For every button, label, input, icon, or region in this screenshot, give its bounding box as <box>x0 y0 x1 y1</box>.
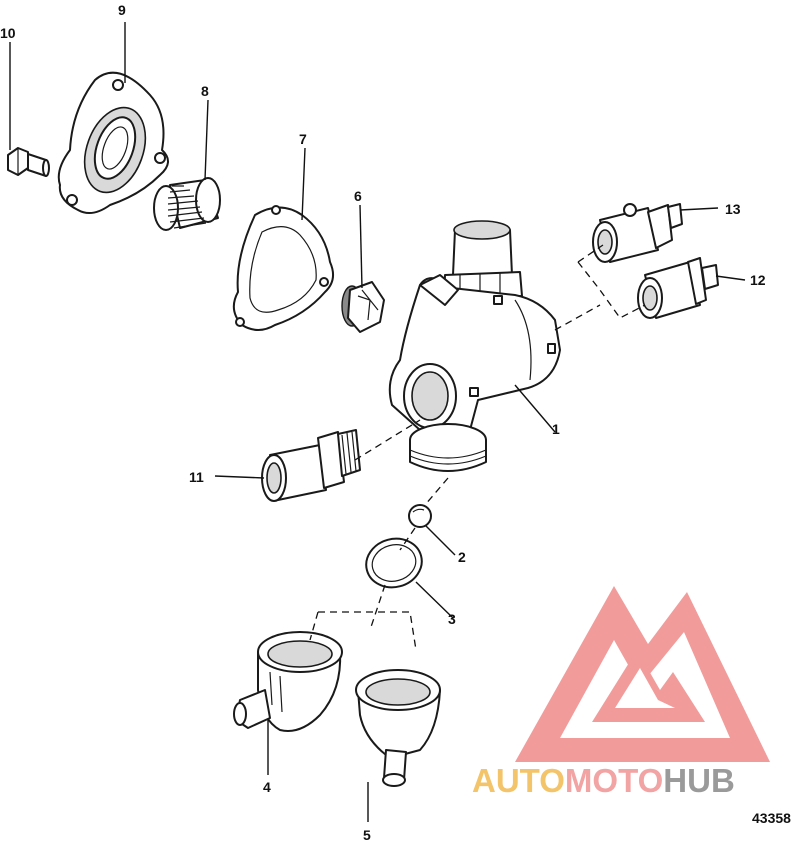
part-1-water-housing <box>388 220 561 472</box>
svg-text:AUTOMOTOHUB: AUTOMOTOHUB <box>472 762 735 799</box>
callout-8: 8 <box>201 83 209 99</box>
callout-7: 7 <box>299 131 307 147</box>
callout-10: 10 <box>0 25 16 41</box>
part-10-bolt <box>7 147 50 177</box>
part-3-o-ring <box>365 537 423 589</box>
callout-13: 13 <box>725 201 741 217</box>
watermark-text: AUTOMOTOHUB <box>472 762 735 799</box>
part-7-gasket <box>232 205 335 331</box>
figure-number: 43358 <box>752 810 791 826</box>
part-4-elbow-cup <box>233 631 343 732</box>
watermark-auto: AUTO <box>472 762 565 799</box>
part-8-spring <box>153 177 221 231</box>
leader-lines <box>9 22 746 822</box>
callout-3: 3 <box>448 611 456 627</box>
callout-9: 9 <box>118 2 126 18</box>
callout-11: 11 <box>189 469 204 485</box>
callout-6: 6 <box>354 188 362 204</box>
callout-4: 4 <box>263 779 271 795</box>
callout-12: 12 <box>750 272 766 288</box>
part-9-housing-cover <box>57 71 169 215</box>
part-12-fitting <box>637 257 719 319</box>
watermark-hub: HUB <box>663 762 735 799</box>
part-6-thermostat <box>341 281 385 333</box>
callout-1: 1 <box>552 421 560 437</box>
part-5-straight-cup <box>355 669 441 787</box>
part-11-hose-fitting <box>261 429 361 502</box>
assembly-lines <box>309 244 646 651</box>
part-13-fitting <box>592 203 683 263</box>
callout-2: 2 <box>458 549 466 565</box>
watermark-logo <box>515 586 770 762</box>
watermark-moto: MOTO <box>565 762 663 799</box>
callout-5: 5 <box>363 827 371 843</box>
part-2-check-ball <box>408 504 432 528</box>
